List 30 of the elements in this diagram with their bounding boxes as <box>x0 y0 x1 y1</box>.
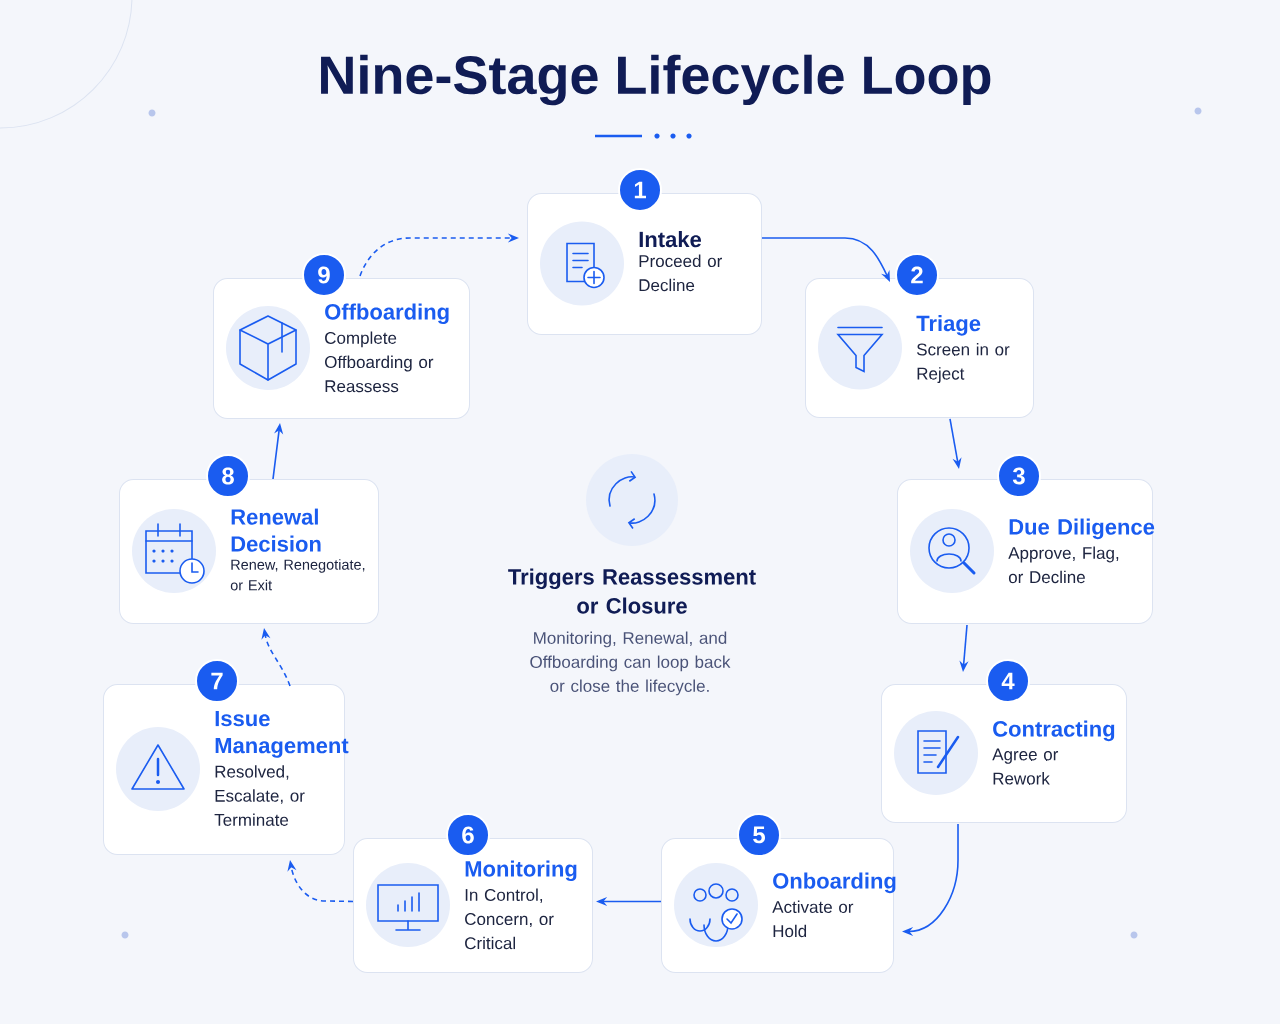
stage-description: Renew, Renegotiate, or Exit <box>230 559 365 591</box>
stage-title: Renewal Decision <box>231 508 321 552</box>
stage-title: Intake <box>639 231 702 248</box>
stage-description: Agree or Rework <box>992 748 1059 785</box>
stage-description: Screen in or Reject <box>917 343 1010 384</box>
stage-title: Triage <box>916 315 981 336</box>
stage-description: Proceed or Decline <box>639 254 722 292</box>
step-number-badge: 3 <box>997 454 1041 498</box>
stage-description: Approve, Flag, or Decline <box>1008 546 1119 584</box>
stage-title: Offboarding <box>325 303 449 325</box>
center-heading: Triggers Reassessment or Closure <box>508 568 756 614</box>
stage-description: In Control, Concern, or Critical <box>465 888 554 950</box>
step-number-badge: 2 <box>895 253 939 297</box>
stage-title: Due Diligence <box>1009 518 1155 540</box>
stage-title: Onboarding <box>773 872 896 894</box>
step-number-badge: 8 <box>206 454 250 498</box>
stage-description: Resolved, Escalate, or Terminate <box>214 765 305 826</box>
center-description: Monitoring, Renewal, and Offboarding can loop back or close the lifecycle. <box>530 631 731 696</box>
stage-description: Complete Offboarding or Reassess <box>325 331 434 393</box>
stage-title: Contracting <box>993 720 1115 742</box>
step-number-badge: 5 <box>737 813 781 857</box>
title: Nine-Stage Lifecycle Loop <box>321 54 991 106</box>
stage-title: Issue Management <box>215 711 349 758</box>
stage-title: Monitoring <box>465 860 577 882</box>
step-number-badge: 9 <box>302 253 346 297</box>
step-number-badge: 6 <box>446 813 490 857</box>
step-number-badge: 4 <box>986 659 1030 703</box>
step-number-badge: 7 <box>195 659 239 703</box>
stage-description: Activate or Hold <box>772 900 854 938</box>
step-number-badge: 1 <box>618 168 662 212</box>
